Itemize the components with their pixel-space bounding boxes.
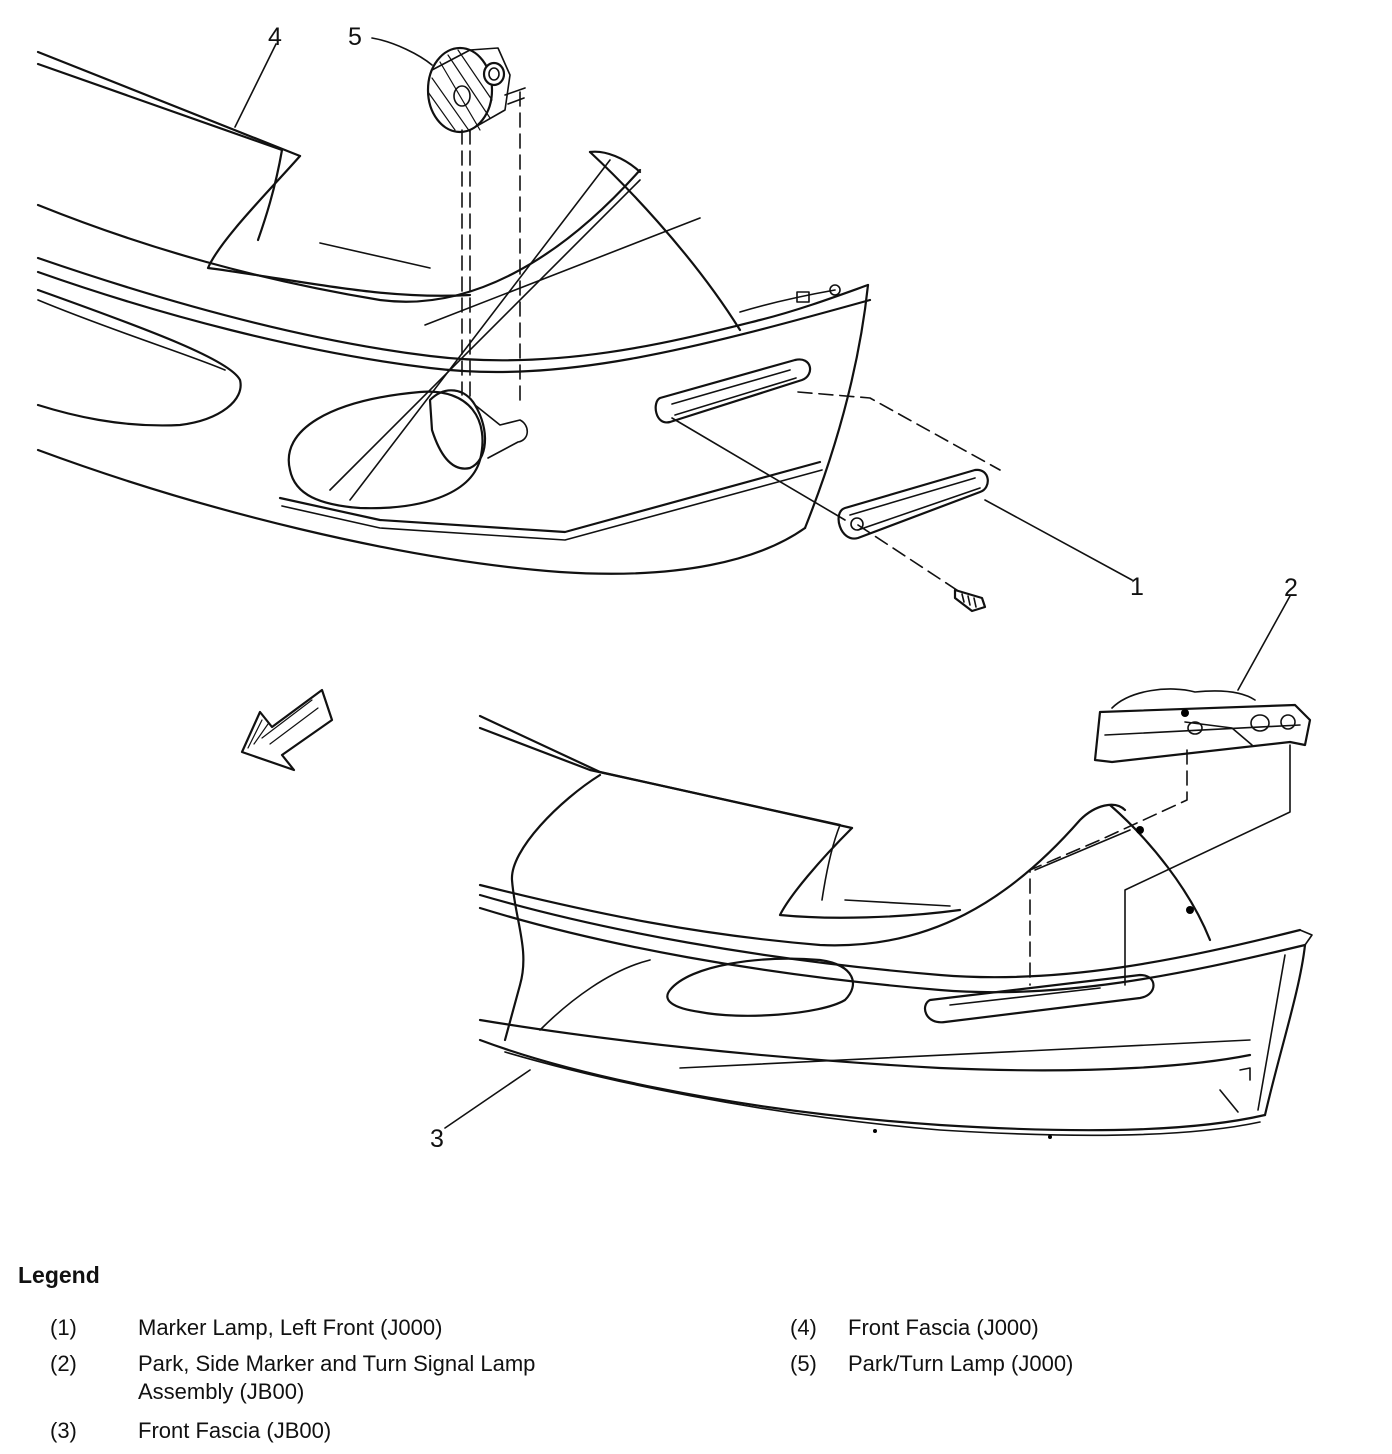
exploded-view-diagram: 4 5 1 2 3 (36, 23, 1313, 1153)
callout-3: 3 (430, 1125, 444, 1153)
legend-item-number: (5) (790, 1351, 817, 1376)
legend: Legend (1) Marker Lamp, Left Front (J000… (18, 1262, 1378, 1447)
legend-item-number: (3) (50, 1418, 77, 1443)
callout-1: 1 (1130, 573, 1144, 601)
legend-item-number: (1) (50, 1315, 77, 1340)
legend-item-number: (4) (790, 1315, 817, 1340)
legend-item-number: (2) (50, 1351, 77, 1376)
legend-item-label: Front Fascia (J000) (848, 1315, 1039, 1340)
legend-item-label: Park, Side Marker and Turn Signal Lamp (138, 1351, 536, 1376)
park-side-marker-turn-signal-lamp-assembly (1093, 688, 1312, 764)
front-fascia-j000 (36, 50, 872, 575)
callout-5: 5 (348, 23, 362, 51)
callout-2: 2 (1284, 574, 1298, 602)
legend-item-label: Marker Lamp, Left Front (J000) (138, 1315, 443, 1340)
front-fascia-jb00 (478, 714, 1313, 1139)
legend-title: Legend (18, 1262, 100, 1288)
front-direction-arrow (240, 688, 334, 772)
legend-item-label-continued: Assembly (JB00) (138, 1379, 305, 1404)
screw (953, 588, 987, 613)
legend-item-label: Park/Turn Lamp (J000) (848, 1351, 1074, 1376)
callout-4: 4 (268, 23, 282, 51)
fog-lamp-housing (428, 389, 529, 470)
marker-lamp-left-front (837, 468, 989, 540)
legend-item-label: Front Fascia (JB00) (138, 1418, 332, 1443)
park-turn-lamp-j000 (426, 46, 526, 134)
